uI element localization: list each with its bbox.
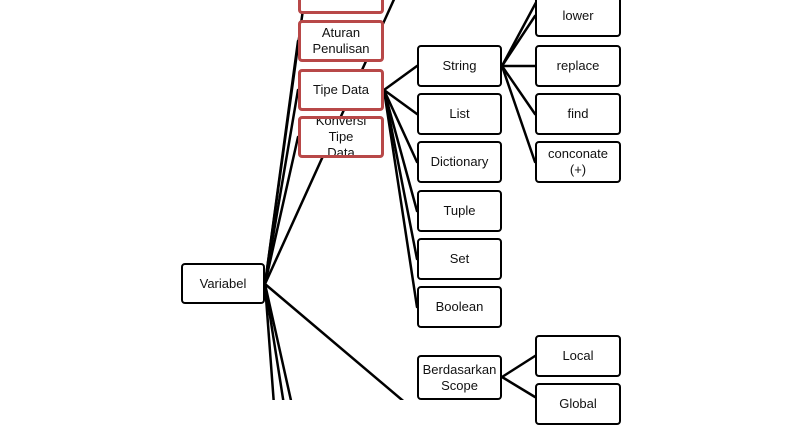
node-list-label: List bbox=[449, 106, 470, 121]
node-boolean-label: Boolean bbox=[435, 299, 484, 314]
node-global-label: Global bbox=[559, 396, 597, 411]
node-dictionary: Dictionary bbox=[417, 141, 502, 183]
node-global: Global bbox=[535, 383, 621, 425]
edge-root-to-offscreen-bottom-1 bbox=[263, 282, 275, 400]
edge-scope-to-local bbox=[500, 354, 537, 379]
edge-tipe-data-to-dictionary bbox=[382, 88, 419, 164]
edge-tipe-data-to-list bbox=[382, 88, 419, 116]
node-lower: lower bbox=[535, 0, 621, 37]
connector-lines bbox=[263, 0, 539, 400]
edge-tipe-data-to-string bbox=[382, 64, 419, 92]
edge-root-to-konversi-tipe-data bbox=[263, 135, 300, 286]
node-set-label: Set bbox=[449, 251, 470, 266]
edge-string-to-offscreen-top bbox=[500, 0, 539, 68]
edge-root-to-scope bbox=[263, 282, 405, 400]
node-variabel: Variabel bbox=[181, 263, 265, 304]
node-string-label: String bbox=[442, 58, 477, 73]
node-tipe-data-label: Tipe Data bbox=[313, 82, 369, 97]
edge-tipe-data-to-boolean bbox=[382, 88, 419, 309]
node-konversi-tipe-data-label: Konversi Tipe Data bbox=[315, 116, 367, 158]
edge-root-to-tipe-data bbox=[263, 88, 300, 286]
node-find: find bbox=[535, 93, 621, 135]
node-find-label: find bbox=[567, 106, 589, 121]
node-conconate-label: conconate (+) bbox=[548, 146, 608, 177]
edge-root-to-offscreen-bottom-2 bbox=[263, 282, 285, 400]
node-tipe-data: Tipe Data bbox=[298, 69, 384, 111]
node-berdasarkan-scope: Berdasarkan Scope bbox=[417, 355, 502, 400]
node-replace: replace bbox=[535, 45, 621, 87]
node-top-cut-off bbox=[298, 0, 384, 14]
node-berdasarkan-scope-label: Berdasarkan Scope bbox=[422, 361, 497, 393]
node-local-label: Local bbox=[562, 348, 594, 363]
edge-string-to-conconate bbox=[500, 64, 537, 164]
edge-root-to-offscreen-bottom-3 bbox=[263, 282, 293, 400]
node-aturan-penulisan-label: Aturan Penulisan bbox=[312, 25, 370, 56]
edge-scope-to-global bbox=[500, 375, 537, 399]
node-dictionary-label: Dictionary bbox=[430, 154, 489, 169]
mind-map-canvas: Variabel Aturan Penulisan Tipe Data Konv… bbox=[181, 0, 621, 425]
node-boolean: Boolean bbox=[417, 286, 502, 328]
edge-root-to-aturan-penulisan bbox=[263, 39, 300, 286]
node-set: Set bbox=[417, 238, 502, 280]
node-list: List bbox=[417, 93, 502, 135]
node-variabel-label: Variabel bbox=[199, 275, 247, 291]
node-replace-label: replace bbox=[556, 58, 600, 73]
node-tuple: Tuple bbox=[417, 190, 502, 232]
edge-tipe-data-to-tuple bbox=[382, 88, 419, 213]
node-konversi-tipe-data: Konversi Tipe Data bbox=[298, 116, 384, 158]
node-conconate: conconate (+) bbox=[535, 141, 621, 183]
node-local: Local bbox=[535, 335, 621, 377]
node-string: String bbox=[417, 45, 502, 87]
edge-string-to-find bbox=[500, 64, 537, 116]
node-aturan-penulisan: Aturan Penulisan bbox=[298, 20, 384, 62]
node-tuple-label: Tuple bbox=[443, 203, 476, 218]
node-lower-label: lower bbox=[562, 8, 594, 23]
